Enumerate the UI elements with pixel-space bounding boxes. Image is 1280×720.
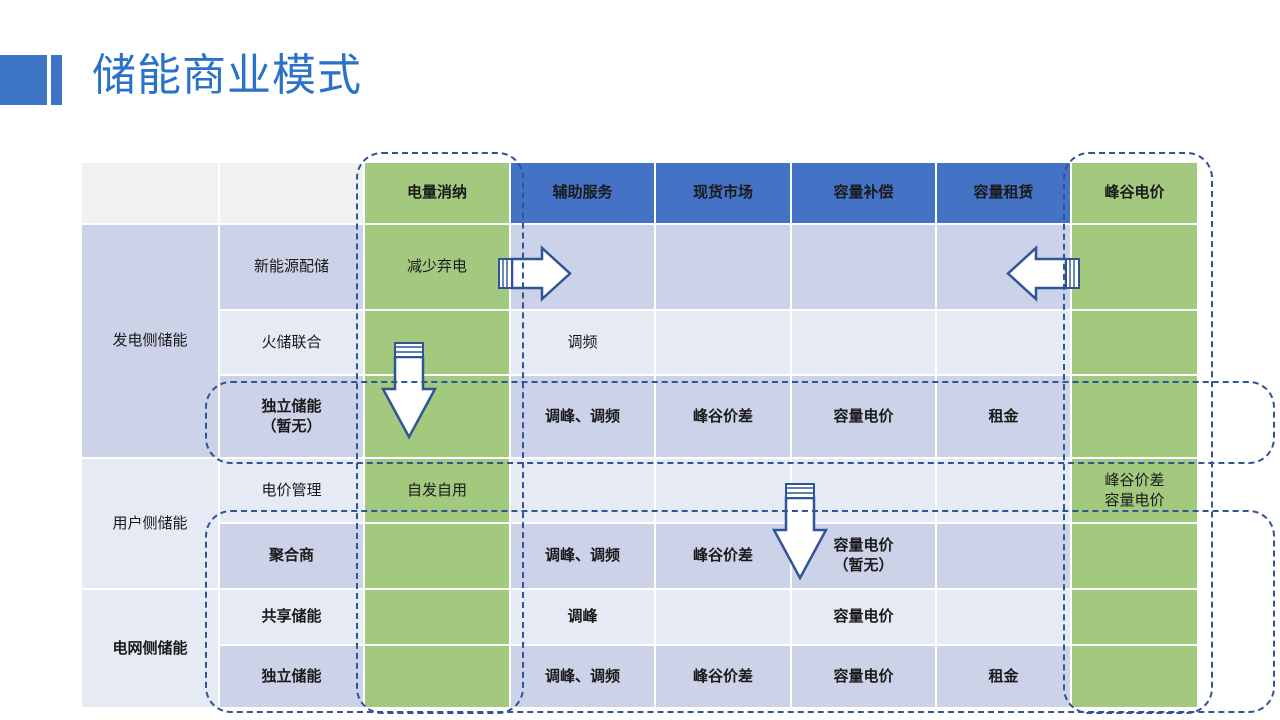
cell-r4-c2: 峰谷价差: [656, 524, 792, 590]
cell-r3-c1: [511, 459, 656, 524]
cell-r6-c3: 容量电价: [792, 646, 937, 709]
cell-r5-c4: [937, 590, 1072, 646]
column-header-3: 辅助服务: [511, 163, 656, 225]
column-header-2: 电量消纳: [365, 163, 511, 225]
cell-r4-c3: 容量电价（暂无）: [792, 524, 937, 590]
row-label: 共享储能: [220, 590, 365, 646]
cell-r3-c0: 自发自用: [365, 459, 511, 524]
cell-r1-c0: [365, 311, 511, 376]
table-row: 独立储能（暂无） 调峰、调频峰谷价差容量电价租金: [82, 376, 1199, 459]
cell-r0-c5: [1072, 225, 1199, 311]
cell-r5-c2: [656, 590, 792, 646]
cell-r2-c3: 容量电价: [792, 376, 937, 459]
row-group-label: 用户侧储能: [82, 459, 220, 590]
page-title: 储能商业模式: [92, 51, 362, 100]
cell-r0-c0: 减少弃电: [365, 225, 511, 311]
column-header-5: 容量补偿: [792, 163, 937, 225]
cell-r1-c1: 调频: [511, 311, 656, 376]
row-label: 独立储能（暂无）: [220, 376, 365, 459]
cell-r6-c1: 调峰、调频: [511, 646, 656, 709]
cell-r1-c4: [937, 311, 1072, 376]
cell-r3-c3: [792, 459, 937, 524]
row-label: 独立储能: [220, 646, 365, 709]
row-group-label: 发电侧储能: [82, 225, 220, 459]
business-model-matrix: 电量消纳辅助服务现货市场容量补偿容量租赁峰谷电价发电侧储能新能源配储减少弃电火储…: [82, 163, 1199, 709]
cell-r4-c0: [365, 524, 511, 590]
cell-r4-c1: 调峰、调频: [511, 524, 656, 590]
table-row: 独立储能 调峰、调频峰谷价差容量电价租金: [82, 646, 1199, 709]
cell-r5-c3: 容量电价: [792, 590, 937, 646]
cell-r4-c5: [1072, 524, 1199, 590]
cell-r6-c4: 租金: [937, 646, 1072, 709]
cell-r5-c5: [1072, 590, 1199, 646]
row-label: 火储联合: [220, 311, 365, 376]
column-header-1: [220, 163, 365, 225]
cell-r3-c2: [656, 459, 792, 524]
cell-r2-c5: [1072, 376, 1199, 459]
row-label: 新能源配储: [220, 225, 365, 311]
cell-r1-c5: [1072, 311, 1199, 376]
title-accent-bar-wide: [0, 55, 47, 105]
column-header-0: [82, 163, 220, 225]
row-label: 电价管理: [220, 459, 365, 524]
table-row: 发电侧储能新能源配储减少弃电: [82, 225, 1199, 459]
cell-r6-c0: [365, 646, 511, 709]
title-accent-bar-narrow: [51, 55, 62, 105]
column-header-7: 峰谷电价: [1072, 163, 1199, 225]
cell-r5-c1: 调峰: [511, 590, 656, 646]
cell-r1-c3: [792, 311, 937, 376]
cell-r0-c2: [656, 225, 792, 311]
cell-r6-c2: 峰谷价差: [656, 646, 792, 709]
cell-r0-c4: [937, 225, 1072, 311]
cell-r3-c5: 峰谷价差容量电价: [1072, 459, 1199, 524]
cell-r2-c4: 租金: [937, 376, 1072, 459]
cell-r0-c3: [792, 225, 937, 311]
table-row: 用户侧储能电价管理自发自用 峰谷价差容量电价: [82, 459, 1199, 590]
cell-r6-c5: [1072, 646, 1199, 709]
column-header-6: 容量租赁: [937, 163, 1072, 225]
row-group-label: 电网侧储能: [82, 590, 220, 709]
cell-r3-c4: [937, 459, 1072, 524]
cell-r5-c0: [365, 590, 511, 646]
table-row: 聚合商 调峰、调频峰谷价差容量电价（暂无）: [82, 524, 1199, 590]
cell-r2-c2: 峰谷价差: [656, 376, 792, 459]
cell-r2-c1: 调峰、调频: [511, 376, 656, 459]
cell-r4-c4: [937, 524, 1072, 590]
table-header-row: 电量消纳辅助服务现货市场容量补偿容量租赁峰谷电价: [82, 163, 1199, 225]
cell-r2-c0: [365, 376, 511, 459]
row-label: 聚合商: [220, 524, 365, 590]
column-header-4: 现货市场: [656, 163, 792, 225]
table-row: 电网侧储能共享储能调峰容量电价: [82, 590, 1199, 709]
cell-r1-c2: [656, 311, 792, 376]
table-row: 火储联合 调频: [82, 311, 1199, 376]
cell-r0-c1: [511, 225, 656, 311]
